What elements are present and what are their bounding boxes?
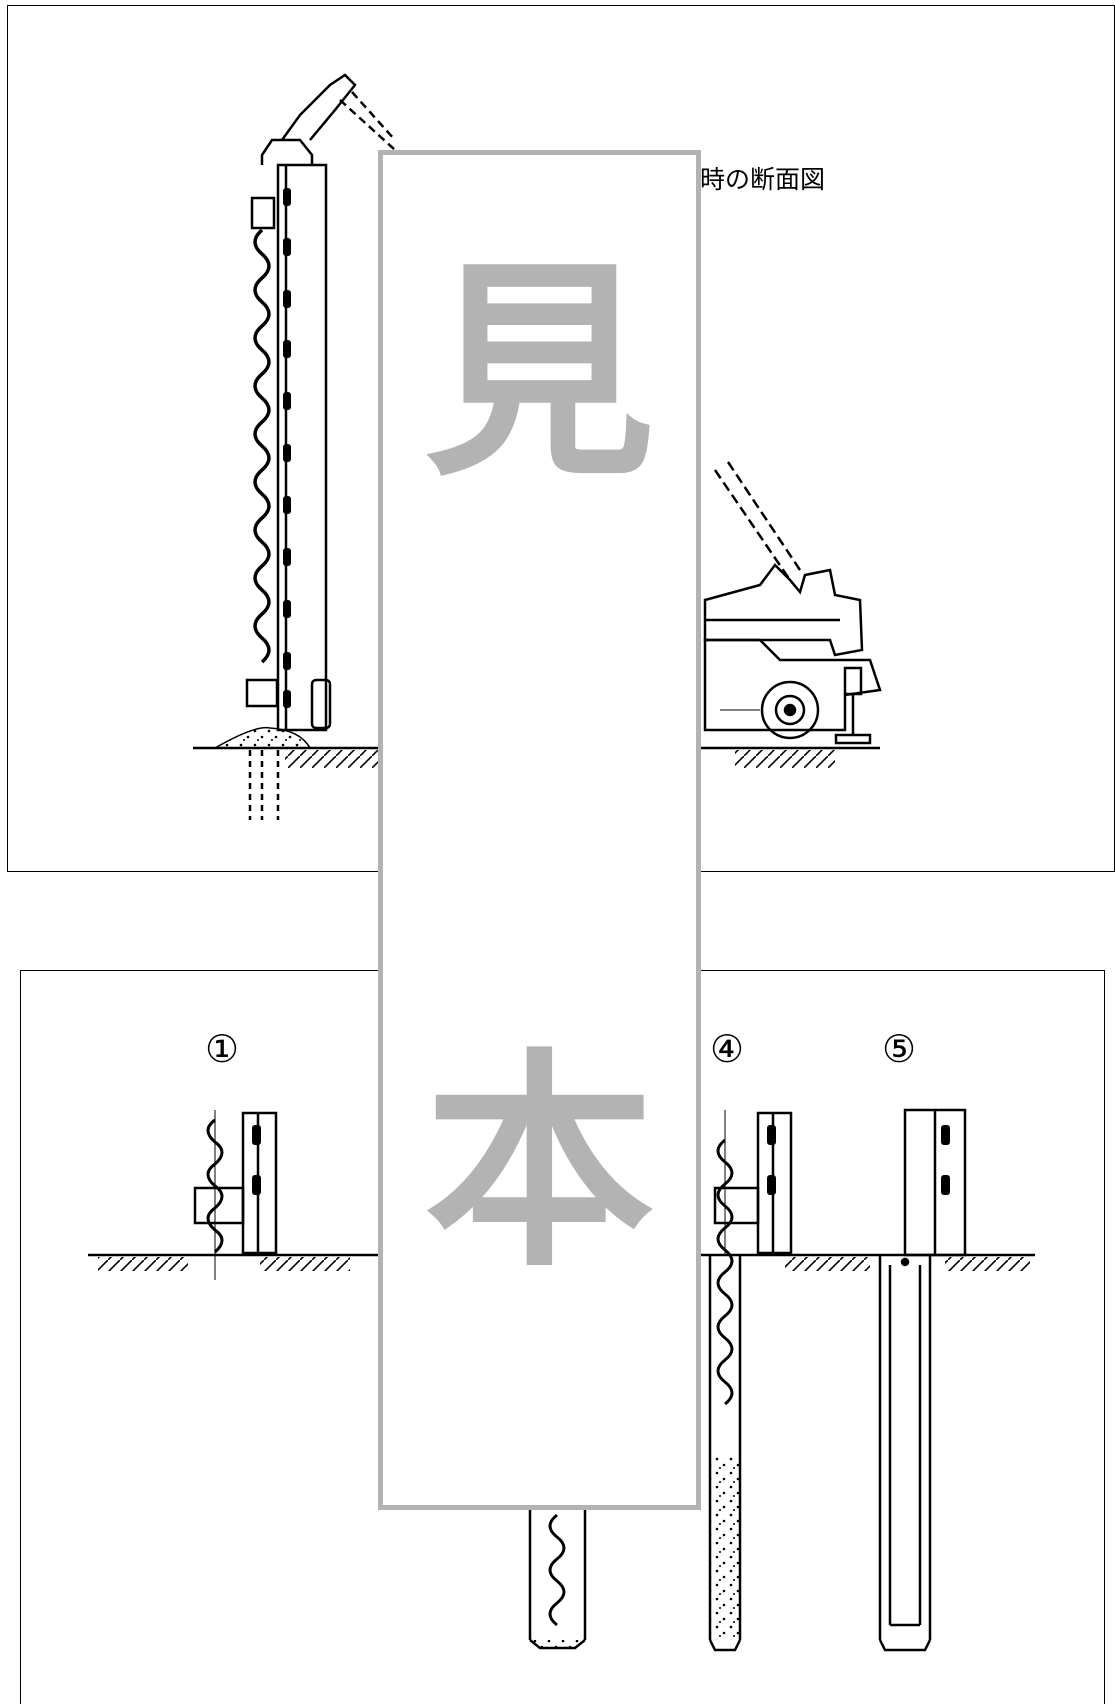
step-5-drawing	[878, 1108, 967, 1652]
soil-heap	[212, 726, 312, 749]
ground-hatch-left	[285, 750, 380, 768]
step-label-1: ①	[205, 1027, 240, 1071]
auger-drive-bottom	[245, 678, 279, 708]
leader-mast	[276, 163, 328, 732]
boom-cable-top	[339, 99, 396, 151]
pile-driver-machine	[193, 73, 882, 820]
watermark-char-bottom: 本	[424, 1031, 655, 1298]
step-1-drawing	[193, 1110, 278, 1280]
ground-hatch-right	[735, 750, 835, 768]
step-label-4: ④	[710, 1027, 745, 1071]
mast-top	[260, 138, 314, 165]
sample-watermark: 見 本	[378, 150, 701, 1510]
truck-chassis	[703, 638, 882, 732]
process-steps	[88, 1108, 1035, 1652]
crane-cable-1	[713, 469, 792, 581]
mast-foot	[310, 678, 332, 730]
crane-cab	[703, 563, 864, 657]
auger-spiral	[253, 228, 271, 664]
auger-drive-top	[250, 196, 276, 230]
mast-slots	[283, 188, 291, 708]
watermark-char-top: 見	[424, 241, 655, 508]
step-label-5: ⑤	[882, 1027, 917, 1071]
truck-wheel	[760, 680, 820, 740]
outrigger-pad	[834, 733, 872, 745]
step-4-drawing	[708, 1110, 793, 1652]
boom-arm	[280, 73, 357, 141]
crane-cable-2	[726, 461, 802, 571]
step-3-drawing	[528, 1510, 587, 1650]
diagram-title: 時の断面図	[700, 165, 826, 194]
